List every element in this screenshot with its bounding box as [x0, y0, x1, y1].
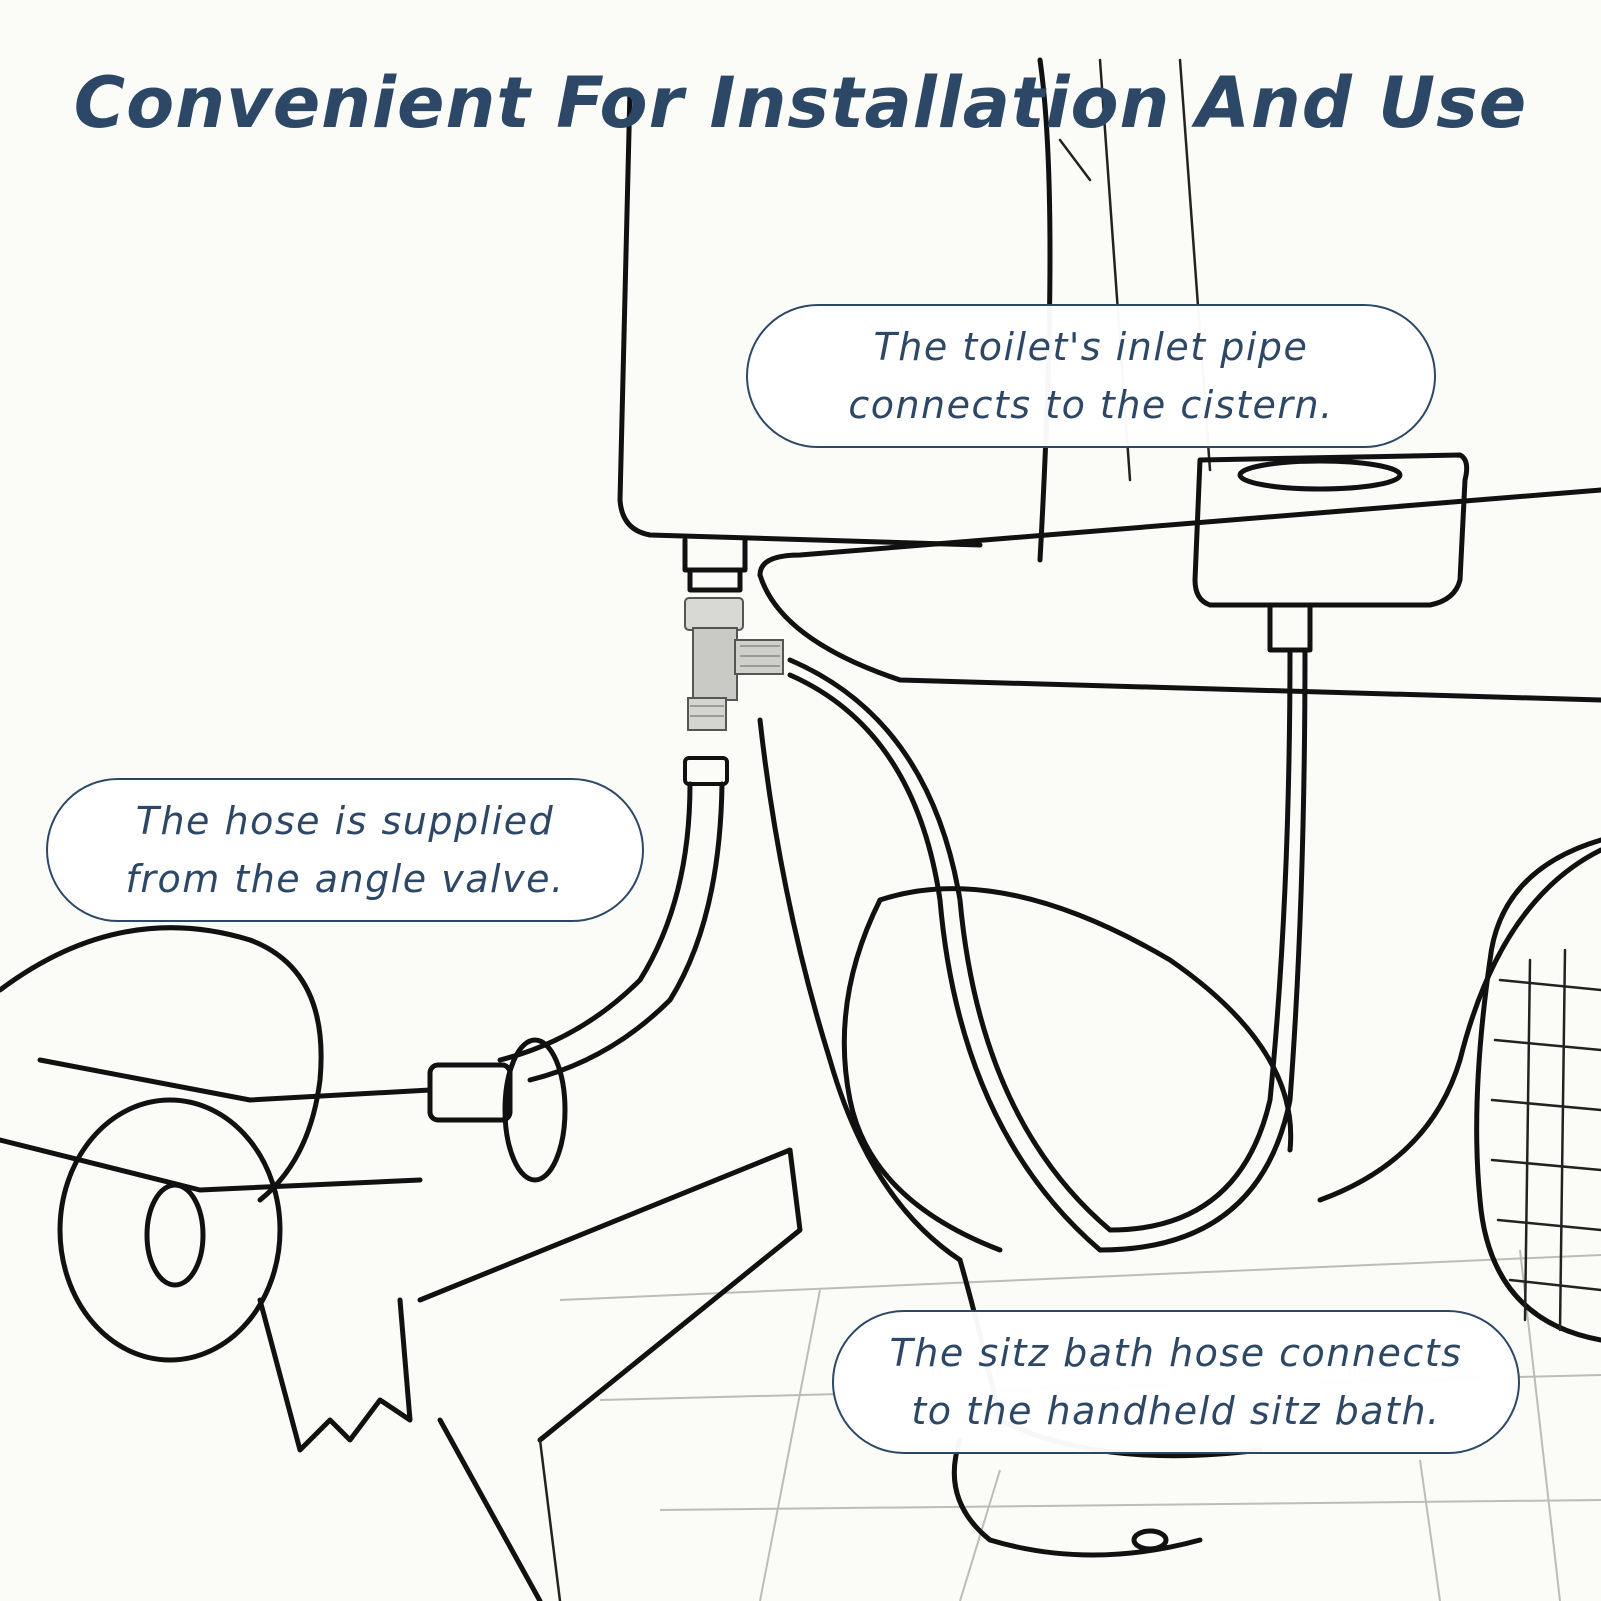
callout-hose-line-1: The hose is supplied	[135, 799, 555, 843]
callout-sitz-line-1: The sitz bath hose connects	[889, 1331, 1463, 1375]
t-valve-icon	[684, 597, 784, 731]
tank-outlet	[682, 537, 748, 593]
page-title: Convenient For Installation And Use	[73, 62, 1528, 144]
callout-hose-line-2: from the angle valve.	[125, 857, 565, 901]
callout-inlet-pipe: The toilet's inlet pipe connects to the …	[746, 304, 1436, 448]
basket-icon	[1474, 837, 1601, 1343]
toilet-paper-icon	[57, 1097, 413, 1453]
callout-inlet-line-2: connects to the cistern.	[848, 383, 1334, 427]
callout-sitz-line-2: to the handheld sitz bath.	[911, 1389, 1441, 1433]
bidet-control	[1192, 452, 1470, 653]
callout-angle-valve: The hose is supplied from the angle valv…	[46, 778, 644, 922]
hoses	[497, 647, 1308, 1253]
skirting	[417, 1147, 803, 1601]
angle-valve-icon	[0, 925, 568, 1203]
callout-inlet-line-1: The toilet's inlet pipe	[873, 325, 1309, 369]
callout-sitz-bath: The sitz bath hose connects to the handh…	[832, 1310, 1520, 1454]
